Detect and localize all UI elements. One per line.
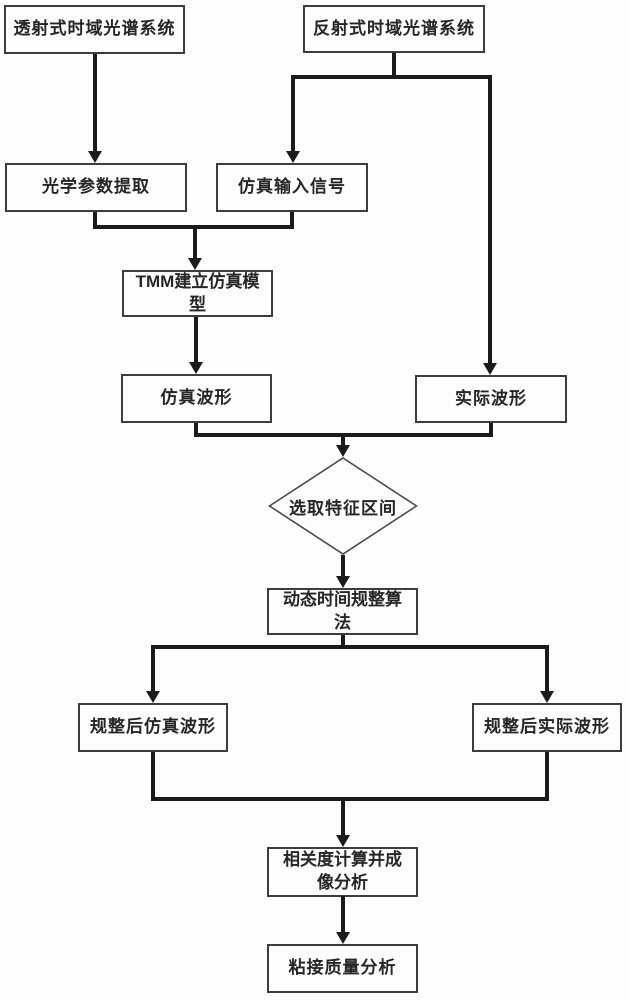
edge-merge-to-correlation-stem <box>341 801 345 835</box>
edge-merge-to-tmm-stem <box>193 229 197 258</box>
arrowhead-icon <box>88 151 102 163</box>
arrowhead-icon <box>540 691 554 703</box>
arrowhead-icon <box>336 576 350 588</box>
edge-simwave-down <box>194 423 198 437</box>
edge-warpedactual-down <box>545 752 549 801</box>
arrowhead-icon <box>336 932 350 944</box>
arrowhead-icon <box>483 363 497 375</box>
edge-merge-to-diamond-stem <box>341 437 345 445</box>
node-label: 透射式时域光谱系统 <box>13 19 176 39</box>
node-label: TMM建立仿真模型 <box>135 271 260 314</box>
arrowhead-icon <box>336 835 350 847</box>
node-tmm-model: TMM建立仿真模型 <box>122 270 273 317</box>
node-label: 仿真波形 <box>160 388 233 408</box>
node-correlation-imaging: 相关度计算并成像分析 <box>267 847 418 897</box>
node-label: 相关度计算并成像分析 <box>283 850 402 892</box>
node-label: 选取特征区间 <box>289 498 397 518</box>
edge-transmission-to-optical <box>93 54 97 151</box>
node-label: 粘接质量分析 <box>288 958 397 978</box>
node-bond-quality: 粘接质量分析 <box>267 944 418 993</box>
node-optical-params: 光学参数提取 <box>5 163 187 212</box>
node-select-interval: 选取特征区间 <box>268 457 418 555</box>
node-label: 动态时间规整算法 <box>283 589 402 632</box>
node-sim-waveform: 仿真波形 <box>121 374 272 423</box>
edge-reflection-split <box>291 75 492 79</box>
edge-dtw-split <box>151 645 549 649</box>
edge-reflection-to-siminput <box>291 75 295 151</box>
node-sim-input: 仿真输入信号 <box>216 163 368 212</box>
arrowhead-icon <box>286 151 300 163</box>
node-warped-actual: 规整后实际波形 <box>472 703 622 752</box>
edge-reflection-to-actualwave <box>488 75 492 363</box>
edge-merge-to-tmm <box>93 225 294 229</box>
arrowhead-icon <box>146 691 160 703</box>
node-label: 规整后实际波形 <box>484 717 610 737</box>
edge-merge-to-diamond <box>194 433 493 437</box>
edge-reflection-stub <box>392 53 396 79</box>
edge-correlation-to-bond <box>341 896 345 932</box>
edge-actualwave-down <box>489 423 493 437</box>
node-label: 仿真输入信号 <box>238 177 346 197</box>
node-label: 反射式时域光谱系统 <box>313 18 475 38</box>
node-reflection-system: 反射式时域光谱系统 <box>303 5 485 53</box>
node-dtw-algorithm: 动态时间规整算法 <box>267 588 418 635</box>
edge-split-to-warpedactual <box>545 645 549 691</box>
edge-tmm-to-simwave <box>194 317 198 362</box>
edge-dtw-down <box>341 635 345 649</box>
node-warped-sim: 规整后仿真波形 <box>78 703 228 752</box>
node-label: 实际波形 <box>455 388 527 408</box>
diamond-shape-icon <box>268 457 418 555</box>
node-label: 光学参数提取 <box>42 177 150 197</box>
arrowhead-icon <box>188 258 202 270</box>
edge-optical-down <box>93 212 97 229</box>
arrowhead-icon <box>336 445 350 457</box>
node-transmission-system: 透射式时域光谱系统 <box>4 5 185 54</box>
edge-merge-to-correlation <box>151 797 549 801</box>
edge-siminput-down <box>290 212 294 229</box>
edge-warpedsim-down <box>151 752 155 801</box>
arrowhead-icon <box>189 362 203 374</box>
edge-diamond-to-dtw <box>341 555 345 576</box>
node-actual-waveform: 实际波形 <box>415 375 567 423</box>
node-label: 规整后仿真波形 <box>90 717 216 737</box>
edge-split-to-warpedsim <box>151 645 155 691</box>
